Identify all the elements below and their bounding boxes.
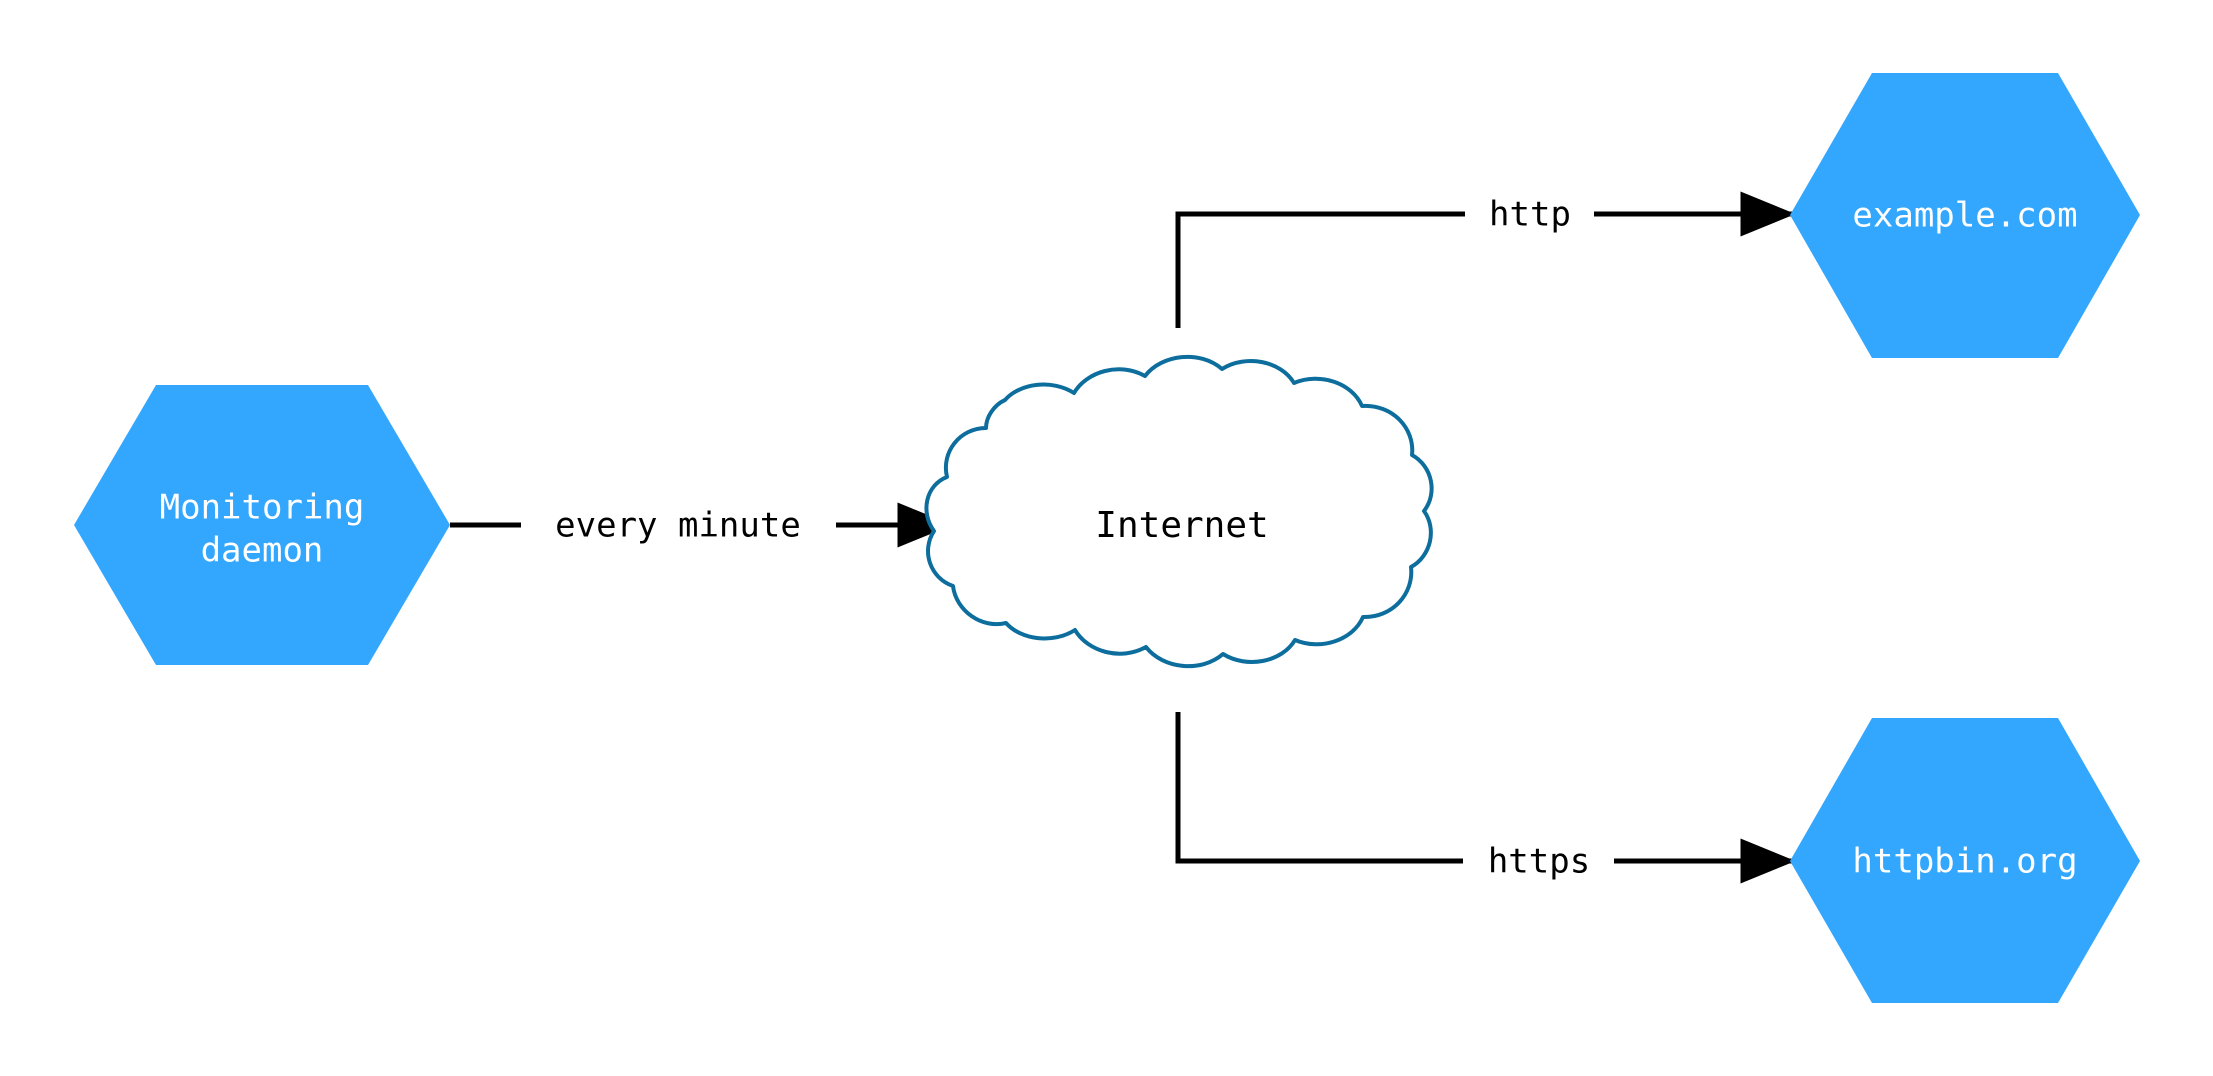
edge-daemon-to-internet: every minute	[450, 502, 953, 548]
node-label-internet: Internet	[1095, 505, 1268, 546]
node-example-com[interactable]: example.com	[1790, 73, 2140, 358]
edge-elbow-top	[1175, 211, 1465, 328]
hexagon-shape-httpbin-org[interactable]	[1790, 718, 2140, 1003]
node-label-monitoring-daemon-line1: Monitoring	[160, 488, 365, 528]
hexagon-shape-example-com[interactable]	[1790, 73, 2140, 358]
cloud-shape-internet[interactable]	[924, 354, 1434, 669]
edge-elbow-bottom	[1175, 712, 1463, 864]
edge-internet-to-httpbin: https	[1175, 712, 1796, 884]
edge-label-http: http	[1489, 195, 1571, 235]
hexagon-shape-monitoring-daemon[interactable]	[74, 385, 450, 665]
node-internet[interactable]: Internet	[924, 354, 1434, 669]
edge-internet-to-example: http	[1175, 191, 1796, 328]
edge-label-https: https	[1488, 842, 1590, 882]
edge-label-every-minute: every minute	[555, 506, 801, 546]
node-label-monitoring-daemon-line2: daemon	[201, 531, 324, 571]
node-label-httpbin-org: httpbin.org	[1852, 842, 2077, 882]
node-label-example-com: example.com	[1852, 196, 2077, 236]
node-monitoring-daemon[interactable]: Monitoring daemon	[74, 385, 450, 665]
node-httpbin-org[interactable]: httpbin.org	[1790, 718, 2140, 1003]
